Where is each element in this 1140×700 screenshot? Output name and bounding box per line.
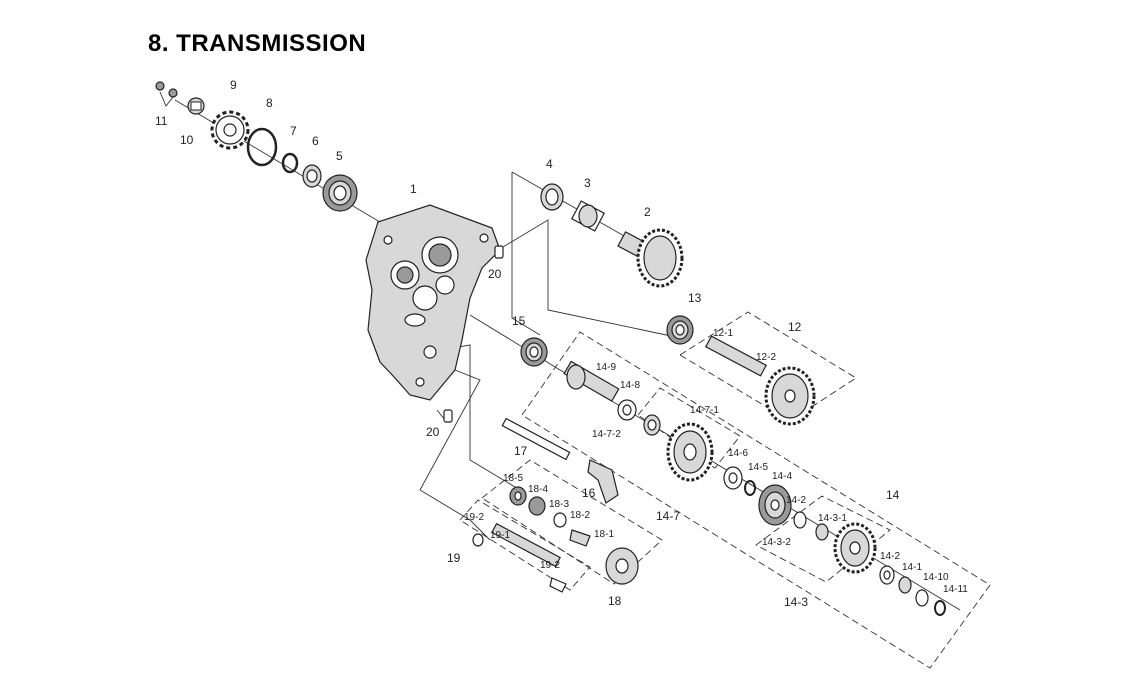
part-label: 5 [336,149,343,163]
part-label: 8 [266,96,273,110]
part-label: 14-10 [923,572,949,583]
part-label: 20 [488,267,502,281]
part-label: 19-2 [464,512,484,523]
stopper-icon [528,496,546,516]
part-label: 14-3-1 [818,513,847,524]
circlip-icon [934,600,946,616]
washer-icon [793,511,807,529]
part-label: 19-2 [540,560,560,571]
part-label: 14 [886,488,900,502]
shift-drum-icon [605,547,639,585]
gear-icon [833,522,877,574]
part-label: 19-1 [490,530,510,541]
part-label: 20 [426,425,440,439]
part-label: 14-8 [620,380,640,391]
bushing-icon [898,576,912,594]
lock-plate-icon [187,97,205,115]
snap-ring-icon [246,127,278,167]
part-label: 14-7-2 [592,429,621,440]
part-label: 15 [512,314,526,328]
washer-icon [915,589,929,607]
part-label: 18-1 [594,529,614,540]
part-label: 1 [410,182,417,196]
clutch-gear-icon [758,484,792,526]
part-label: 14-4 [772,471,792,482]
shift-arm-icon [569,529,591,547]
page-title: 8. TRANSMISSION [148,30,367,57]
part-label: 12-2 [756,352,776,363]
part-label: 14-5 [748,462,768,473]
part-label: 3 [584,176,591,190]
part-label: 4 [546,157,553,171]
circlip-icon [744,480,756,496]
bearing-icon [666,315,694,345]
part-label: 7 [290,124,297,138]
part-label: 14-2 [880,551,900,562]
part-label: 12 [788,320,802,334]
needle-bearing-icon [571,200,605,232]
bushing-icon [643,414,661,436]
bearing-icon [322,174,358,212]
part-label: 14-3 [784,595,808,609]
oil-seal-icon [302,164,322,188]
part-label: 17 [514,444,528,458]
part-label: 12-1 [713,328,733,339]
part-label: 9 [230,78,237,92]
output-gear-icon [617,228,684,288]
part-label: 18-2 [570,510,590,521]
part-label: 14-11 [943,584,968,595]
part-labels: 1 2 3 4 5 6 7 8 9 10 11 12 12-1 12-2 13 … [155,78,968,609]
part-label: 14-3-2 [762,537,791,548]
main-shaft-icon [563,360,620,402]
collar-icon [540,183,564,211]
fork-shaft-icon [501,417,571,461]
transmission-case-icon [365,204,501,401]
part-label: 18-4 [528,484,548,495]
shift-shaft-icon [472,522,567,593]
bearing-icon [520,337,548,367]
dowel-pin-icon [443,245,504,423]
part-label: 16 [582,486,596,500]
part-label: 13 [688,291,702,305]
part-label: 2 [644,205,651,219]
sprocket-icon [210,110,250,150]
bearing-icon [509,486,527,506]
gear-icon [666,422,714,482]
part-label: 18 [608,594,622,608]
washer-icon [723,466,743,490]
part-label: 18-5 [503,473,523,484]
part-label: 19 [447,551,461,565]
part-label: 18-3 [549,499,569,510]
circlip-icon [281,152,299,174]
part-label: 10 [180,133,194,147]
washer-icon [553,512,567,528]
part-label: 11 [155,114,168,128]
part-label: 14-7-1 [690,405,719,416]
group-boxes [459,311,991,669]
part-label: 14-9 [596,362,616,373]
part-label: 14-7 [656,509,680,523]
part-label: 14-2 [786,495,806,506]
part-label: 14-6 [728,448,748,459]
washer-icon [879,565,895,585]
shift-fork-icon [587,459,619,504]
nut-icon [155,81,178,107]
gear-icon [764,366,816,426]
shaft-icon [705,335,767,377]
part-label: 6 [312,134,319,148]
washer-icon [617,399,637,421]
part-label: 14-1 [902,562,922,573]
bushing-icon [815,523,829,541]
